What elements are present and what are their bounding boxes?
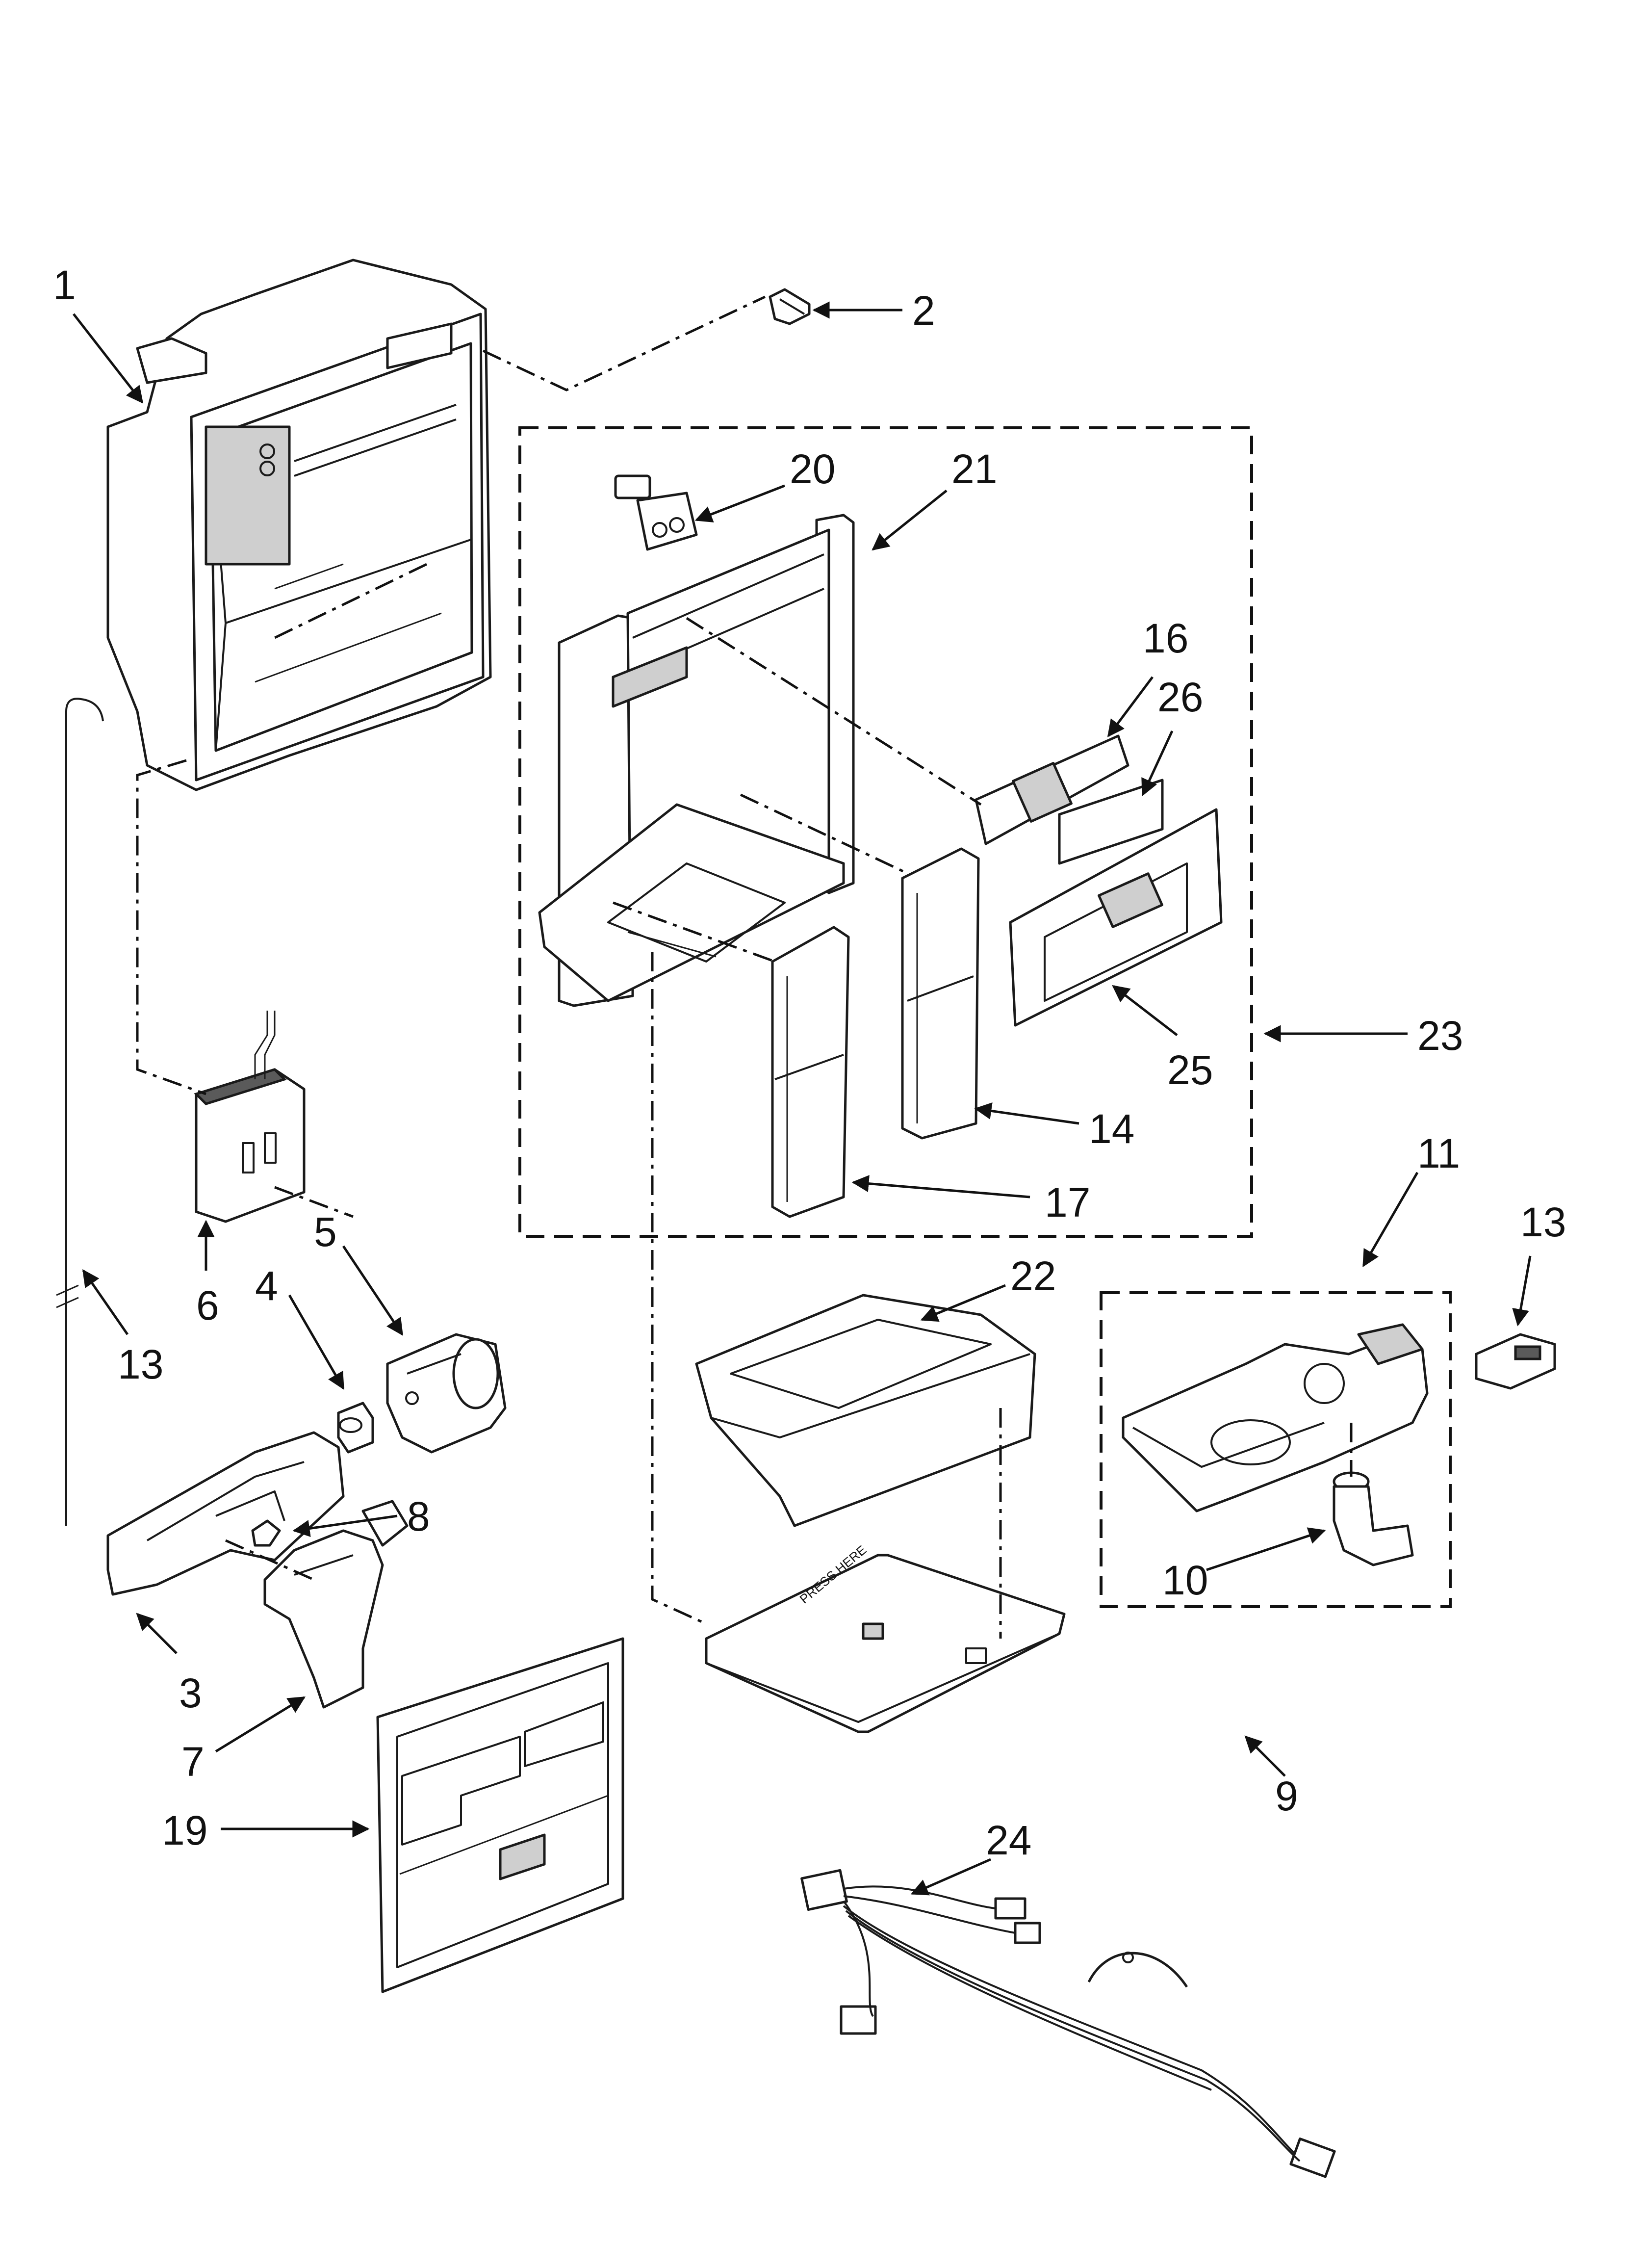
part-5-motor[interactable] <box>386 1333 507 1454</box>
callout-23: 23 <box>1417 1013 1463 1059</box>
callout-25: 25 <box>1167 1047 1213 1093</box>
callout-21: 21 <box>951 446 997 492</box>
callout-17: 17 <box>1045 1179 1090 1225</box>
callout-22: 22 <box>1010 1253 1056 1299</box>
part-19-door-panel[interactable] <box>376 1637 624 1993</box>
assembly-11-box <box>1100 1291 1452 1608</box>
callout-8: 8 <box>407 1493 430 1539</box>
part-7-lever[interactable] <box>263 1500 409 1709</box>
part-2-screw[interactable] <box>769 288 811 325</box>
part-10-elbow-fitting[interactable] <box>1333 1471 1414 1566</box>
callout-11: 11 <box>1417 1130 1460 1176</box>
callout-3: 3 <box>179 1670 202 1716</box>
part-21-dispenser-frame[interactable] <box>538 514 855 1007</box>
callout-19: 19 <box>162 1807 207 1853</box>
callout-5: 5 <box>314 1209 337 1255</box>
callout-labels: 1 2 3 4 5 6 7 8 9 10 11 13 13 14 16 17 1… <box>53 262 1566 1863</box>
callout-26: 26 <box>1157 674 1203 720</box>
part-25-control-panel[interactable] <box>1009 808 1223 1027</box>
callout-6: 6 <box>196 1282 219 1329</box>
part-3-bracket[interactable] <box>106 1431 345 1596</box>
callout-13-right: 13 <box>1520 1199 1566 1245</box>
construction-lines <box>136 295 1353 1639</box>
callout-13-left: 13 <box>118 1341 163 1387</box>
part-24-wire-harness[interactable] <box>800 1869 1336 2178</box>
part-13-water-tube[interactable] <box>56 698 104 1526</box>
callout-20: 20 <box>790 446 835 492</box>
callout-14: 14 <box>1089 1106 1134 1152</box>
part-22-drip-tray[interactable] <box>695 1294 1036 1527</box>
callout-10: 10 <box>1162 1557 1208 1603</box>
part-14-right-trim[interactable] <box>901 847 980 1140</box>
part-1-dispenser-housing[interactable] <box>106 259 492 791</box>
leader-lines <box>73 301 1532 1896</box>
callout-16: 16 <box>1143 615 1188 661</box>
callout-7: 7 <box>181 1739 205 1785</box>
part-9-tray-plate[interactable]: PRESS HERE <box>705 1542 1066 1733</box>
callout-4: 4 <box>255 1263 278 1309</box>
part-13-clip[interactable] <box>1475 1333 1556 1390</box>
part-4-bushing[interactable] <box>337 1402 374 1454</box>
part-11-ice-chute[interactable] <box>1122 1323 1429 1512</box>
part-16-control-board[interactable] <box>975 734 1129 845</box>
part-8-screw[interactable] <box>251 1519 281 1547</box>
callout-24: 24 <box>986 1817 1031 1863</box>
callout-2: 2 <box>912 287 935 334</box>
callout-9: 9 <box>1275 1773 1298 1819</box>
part-17-left-trim[interactable] <box>771 926 850 1218</box>
part-6-switch-block[interactable] <box>194 1011 306 1223</box>
callout-1: 1 <box>53 262 76 308</box>
part-20-switch[interactable] <box>614 474 698 551</box>
assembly-23-box <box>518 426 1253 1238</box>
part-26-lens[interactable] <box>1058 779 1164 865</box>
